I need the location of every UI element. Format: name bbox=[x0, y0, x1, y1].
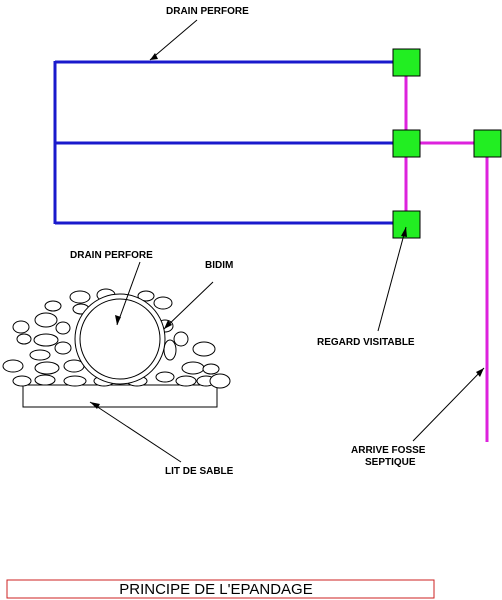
leader-lit-sable bbox=[89, 401, 182, 463]
label-drain-perfore-top: DRAIN PERFORE bbox=[166, 6, 249, 17]
leader-drain-section bbox=[116, 261, 141, 326]
arrowhead-drain-section bbox=[115, 315, 121, 325]
drain-cross-section bbox=[2, 288, 231, 408]
drain-network bbox=[53, 60, 393, 225]
title-frame bbox=[6, 579, 435, 599]
label-lit-de-sable: LIT DE SABLE bbox=[165, 466, 234, 477]
annotation-leaders bbox=[89, 19, 485, 463]
arrowhead-bidim bbox=[164, 320, 172, 329]
label-bidim: BIDIM bbox=[205, 260, 233, 271]
label-regard-visitable: REGARD VISITABLE bbox=[317, 337, 415, 348]
arrowhead-lit-sable bbox=[90, 402, 100, 409]
arrowhead-arrive-fosse bbox=[476, 368, 484, 377]
label-drain-perfore-section: DRAIN PERFORE bbox=[70, 250, 153, 261]
sand-bed bbox=[22, 384, 218, 408]
leader-bidim bbox=[163, 281, 214, 330]
regard-box-middle bbox=[392, 129, 421, 158]
label-arrive-fosse-line2: SEPTIQUE bbox=[365, 457, 416, 468]
arrowhead-regard bbox=[401, 227, 407, 237]
arrowhead-drain-perfore bbox=[150, 53, 158, 60]
leader-drain-perfore bbox=[149, 19, 198, 61]
diagram-title: PRINCIPE DE L'EPANDAGE bbox=[119, 581, 312, 598]
regard-box-inlet bbox=[473, 129, 502, 158]
regard-box-top bbox=[392, 48, 421, 77]
leader-arrive-fosse bbox=[412, 367, 485, 442]
label-arrive-fosse-line1: ARRIVE FOSSE bbox=[351, 445, 426, 456]
arrow-heads bbox=[90, 53, 484, 409]
leader-regard bbox=[377, 226, 407, 332]
title-box: PRINCIPE DE L'EPANDAGE bbox=[6, 579, 435, 599]
drain-pipe bbox=[79, 298, 161, 380]
gravel bbox=[2, 288, 231, 389]
